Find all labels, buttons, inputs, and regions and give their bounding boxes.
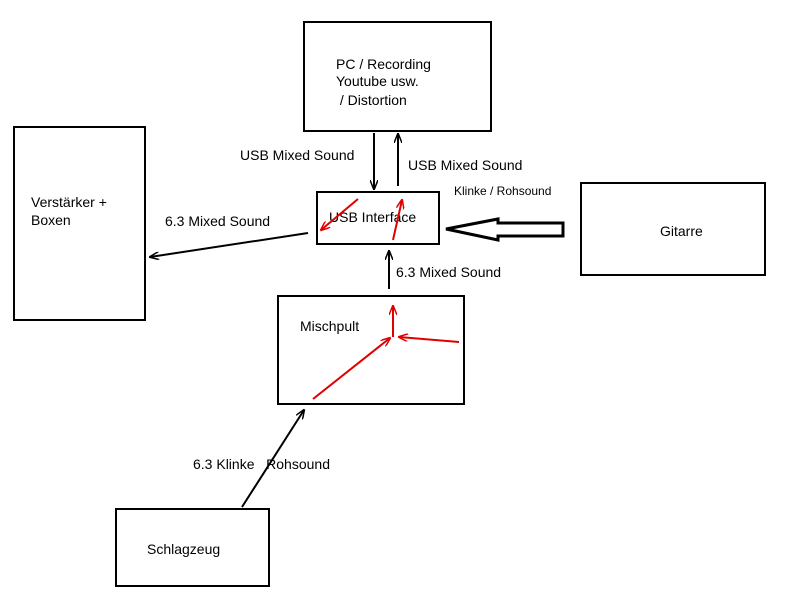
arrow-drums-to-mixer <box>241 410 304 508</box>
label-6-3-klinke-rohsound: 6.3 Klinke Rohsound <box>193 456 330 472</box>
label-6-3-mixed-sound-mixer: 6.3 Mixed Sound <box>396 264 501 280</box>
label-klinke-rohsound: Klinke / Rohsound <box>454 184 551 198</box>
label-6-3-mixed-sound-amp: 6.3 Mixed Sound <box>165 213 270 229</box>
amp-label-line-2: Boxen <box>31 212 71 228</box>
amp-label-line-1: Verstärker + <box>31 194 107 210</box>
pc-label-line-3: / Distortion <box>336 92 407 108</box>
arrow-guitar-to-usb <box>445 217 565 242</box>
amp-box <box>13 126 146 321</box>
drums-label: Schlagzeug <box>147 541 220 557</box>
arrow-usb-to-amp <box>150 232 309 257</box>
guitar-label: Gitarre <box>660 223 703 239</box>
red-arrow-drums-path <box>312 338 390 400</box>
mixer-box <box>277 295 465 405</box>
pc-box <box>303 21 492 132</box>
label-usb-mixed-sound-left: USB Mixed Sound <box>240 147 354 163</box>
red-arrow-usb-to-amp <box>321 198 359 230</box>
drums-box <box>115 508 270 587</box>
usb-interface-label: USB Interface <box>329 209 416 225</box>
red-arrow-from-right <box>399 337 460 343</box>
pc-label-line-1: PC / Recording <box>336 56 431 72</box>
guitar-box <box>580 182 766 276</box>
usb-interface-box <box>316 191 440 245</box>
red-arrow-into-usb-top <box>392 200 402 241</box>
label-usb-mixed-sound-right: USB Mixed Sound <box>408 157 522 173</box>
mixer-label: Mischpult <box>300 318 359 334</box>
pc-label-line-2: Youtube usw. <box>336 73 419 89</box>
